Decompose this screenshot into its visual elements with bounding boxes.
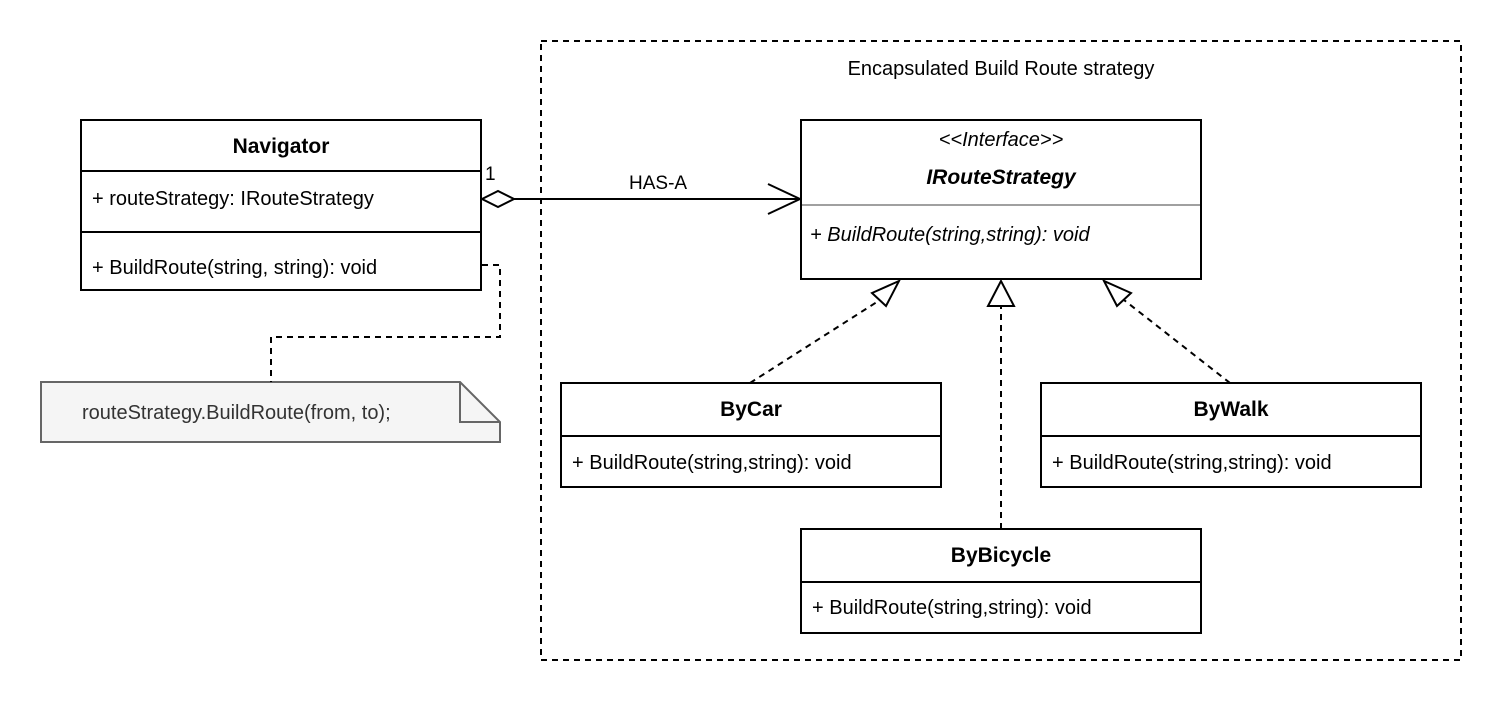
bycar-class[interactable]: ByCar + BuildRoute(string,string): void <box>560 382 942 488</box>
realization-bycar-line <box>749 299 881 384</box>
note-shape <box>40 381 501 443</box>
realization-bycar-arrowhead <box>870 278 902 308</box>
interface-method: + BuildRoute(string,string): void <box>810 224 1090 246</box>
interface-name: IRouteStrategy <box>926 166 1076 189</box>
note-text: routeStrategy.BuildRoute(from, to); <box>82 402 391 424</box>
note-fold <box>459 382 500 423</box>
navigator-divider-1 <box>82 170 480 172</box>
irouestrategy-interface[interactable]: <<Interface>> IRouteStrategy + BuildRout… <box>800 119 1202 280</box>
bybicycle-divider <box>802 581 1200 583</box>
note-connector <box>270 264 501 382</box>
association-label: HAS-A <box>629 173 688 194</box>
package-label: Encapsulated Build Route strategy <box>847 58 1155 80</box>
bycar-class-name: ByCar <box>720 398 782 421</box>
bywalk-class[interactable]: ByWalk + BuildRoute(string,string): void <box>1040 382 1422 488</box>
bywalk-class-name: ByWalk <box>1193 398 1269 421</box>
navigator-attribute: + routeStrategy: IRouteStrategy <box>92 188 374 210</box>
bycar-method: + BuildRoute(string,string): void <box>572 452 852 474</box>
realization-bybicycle-arrowhead <box>986 278 1016 307</box>
realization-bywalk-line <box>1123 299 1231 384</box>
bybicycle-class[interactable]: ByBicycle + BuildRoute(string,string): v… <box>800 528 1202 634</box>
navigator-method: + BuildRoute(string, string): void <box>92 257 378 279</box>
navigator-class[interactable]: Navigator + routeStrategy: IRouteStrateg… <box>80 119 482 291</box>
bybicycle-method: + BuildRoute(string,string): void <box>812 597 1092 619</box>
interface-divider <box>802 204 1200 206</box>
bycar-divider <box>562 435 940 437</box>
interface-stereotype: <<Interface>> <box>938 129 1064 151</box>
navigator-class-name: Navigator <box>232 135 330 158</box>
bywalk-method: + BuildRoute(string,string): void <box>1052 452 1332 474</box>
bybicycle-class-name: ByBicycle <box>950 544 1052 567</box>
realization-bywalk-arrowhead <box>1101 278 1133 308</box>
association-multiplicity: 1 <box>485 164 496 185</box>
bywalk-divider <box>1042 435 1420 437</box>
aggregation-diamond <box>479 189 517 209</box>
navigator-divider-2 <box>82 231 480 233</box>
